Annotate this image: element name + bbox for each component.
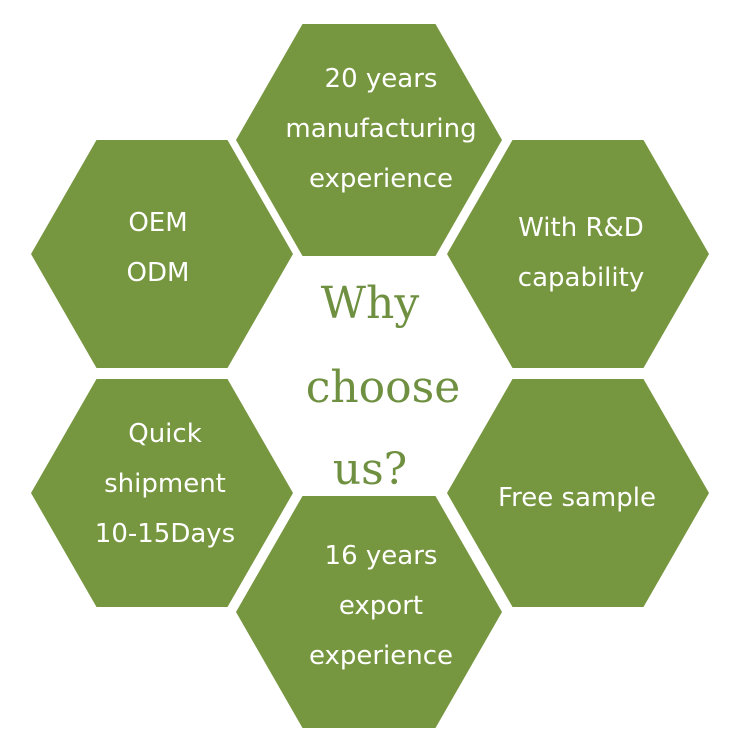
hexagon-shape-upper-left xyxy=(31,140,293,368)
hexagon-label-bottom-line-2: export xyxy=(339,591,423,621)
hexagon-top: 20 years manufacturing experience xyxy=(236,24,502,256)
hexagon-upper-left: OEM ODM xyxy=(31,140,293,368)
hexagon-label-lower-left-line-2: shipment xyxy=(104,469,226,499)
hexagon-label-upper-right-line-1: With R&D xyxy=(518,213,644,243)
hexagon-label-top-line-3: experience xyxy=(309,164,453,194)
hexagon-label-bottom-line-3: experience xyxy=(309,641,453,671)
hexagon-bottom: 16 years export experience xyxy=(236,496,502,728)
hexagon-upper-right: With R&D capability xyxy=(447,140,709,368)
hexagon-label-top-line-2: manufacturing xyxy=(285,114,476,144)
hexagon-label-upper-right-line-2: capability xyxy=(518,263,644,293)
center-line-why: Why xyxy=(321,278,420,329)
hexagon-lower-right: Free sample xyxy=(447,379,709,607)
hexagon-lower-left: Quick shipment 10-15Days xyxy=(31,379,293,607)
hexagon-label-lower-left-line-1: Quick xyxy=(128,419,202,449)
hexagon-label-top-line-1: 20 years xyxy=(325,64,438,94)
hexagon-label-lower-left-line-3: 10-15Days xyxy=(95,519,235,549)
hexagon-shape-upper-right xyxy=(447,140,709,368)
hexagon-label-upper-left-line-1: OEM xyxy=(128,208,187,238)
hexagon-shape-lower-left xyxy=(31,379,293,607)
center-question: Why choose us? xyxy=(306,278,461,495)
hexagon-shape-bottom xyxy=(236,496,502,728)
hexagon-label-upper-left-line-2: ODM xyxy=(127,258,190,288)
hexagon-shape-lower-right xyxy=(447,379,709,607)
center-line-us: us? xyxy=(333,444,408,495)
center-line-choose: choose xyxy=(306,362,461,413)
hexagon-label-bottom-line-1: 16 years xyxy=(325,541,438,571)
hexagon-shape-top xyxy=(236,24,502,256)
hexagon-label-lower-right-line-1: Free sample xyxy=(498,483,656,513)
